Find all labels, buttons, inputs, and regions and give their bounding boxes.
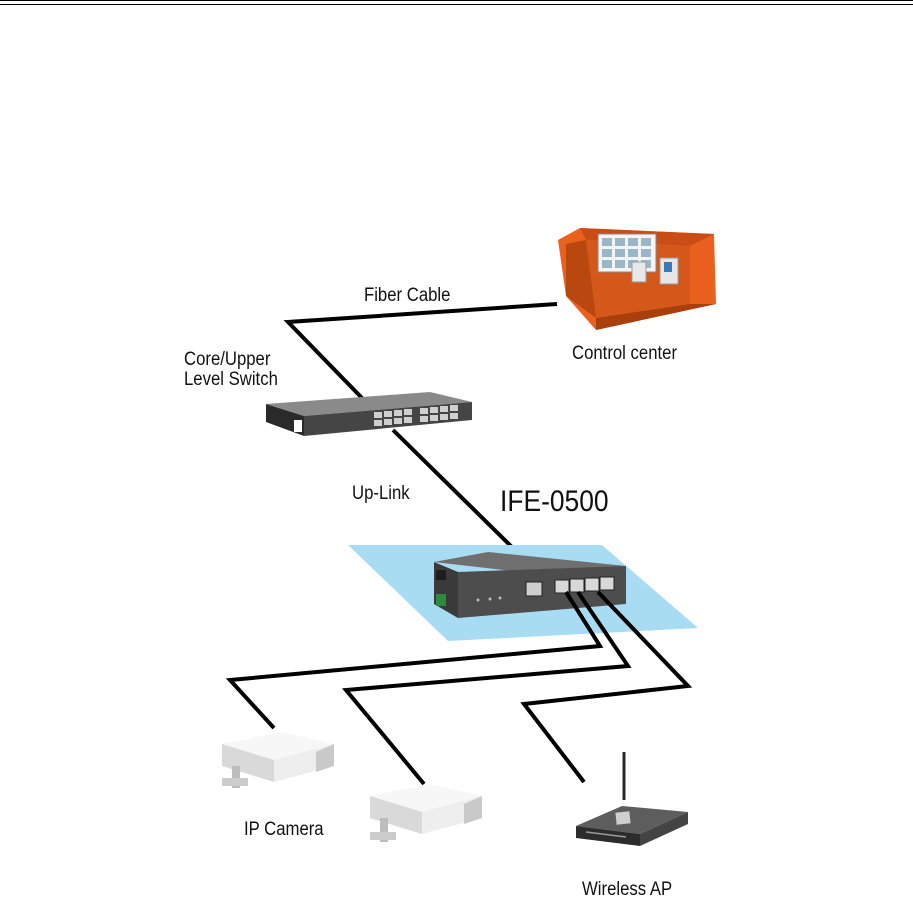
- device-model-label: IFE-0500: [500, 486, 609, 518]
- ip-camera-1-icon: [222, 732, 334, 788]
- control-center-label: Control center: [572, 344, 677, 364]
- fiber-cable-label: Fiber Cable: [364, 286, 450, 306]
- fiber-cable-line: [288, 304, 557, 398]
- wireless-ap-label: Wireless AP: [582, 880, 672, 900]
- wireless-ap-icon: [576, 752, 688, 846]
- core-switch-icon: [266, 392, 472, 436]
- control-center-icon: [558, 228, 716, 330]
- core-switch-label: Core/Upper Level Switch: [184, 350, 278, 390]
- ip-camera-label: IP Camera: [244, 820, 324, 840]
- ip-camera-2-icon: [370, 784, 482, 842]
- uplink-label: Up-Link: [352, 484, 410, 504]
